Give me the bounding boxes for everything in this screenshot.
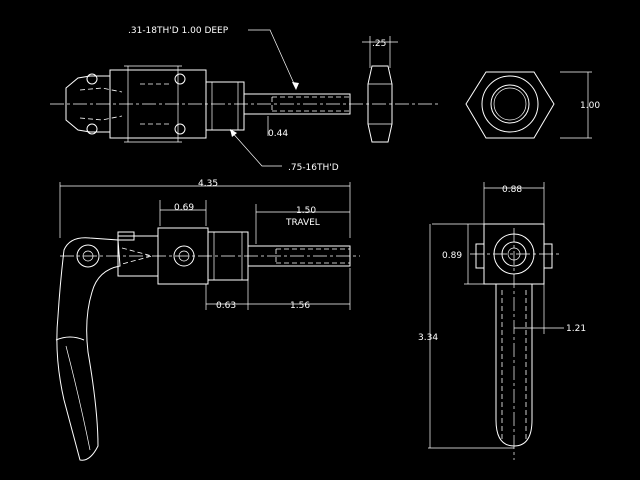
dim-shank-length: 0.63 bbox=[216, 301, 236, 311]
hex-nut-face-view: 1.00 bbox=[465, 71, 600, 139]
grip-line bbox=[65, 345, 91, 451]
nut-edge bbox=[367, 65, 393, 143]
travel-label: TRAVEL bbox=[285, 218, 320, 228]
top-view: 0.44 .31-18TH'D 1.00 DEEP .75-16TH'D bbox=[50, 26, 440, 173]
plunger bbox=[243, 93, 351, 115]
hex-outline bbox=[465, 71, 555, 139]
dim-side-height: 0.89 bbox=[442, 251, 462, 261]
hidden-lines bbox=[140, 83, 170, 125]
pin-circle bbox=[86, 73, 98, 85]
thread-major-circle bbox=[490, 84, 530, 124]
side-tab bbox=[475, 243, 485, 269]
front-view: 4.35 0.69 1.50 TRAVEL bbox=[55, 179, 360, 461]
side-view: 0.88 0.89 3.34 1.21 bbox=[418, 182, 586, 460]
callout-thread-shank: .75-16TH'D bbox=[288, 163, 339, 173]
dim-handle-offset: 1.21 bbox=[566, 324, 586, 334]
dim-plunger-tip: 0.44 bbox=[268, 129, 288, 139]
linkage-hidden bbox=[121, 247, 154, 265]
leader-arrow bbox=[292, 82, 299, 90]
hex-chamfer-circle bbox=[481, 75, 539, 133]
side-tab bbox=[543, 243, 553, 269]
callout-thread-hole: .31-18TH'D 1.00 DEEP bbox=[128, 26, 229, 36]
leader-thread-hole bbox=[248, 29, 297, 89]
dim-plunger-length: 1.56 bbox=[290, 301, 310, 311]
front-plunger-hidden bbox=[275, 248, 350, 264]
dim-overall-height: 3.34 bbox=[418, 333, 438, 343]
dim-travel: 1.50 bbox=[296, 206, 316, 216]
side-handle-hidden bbox=[501, 290, 527, 440]
plunger-thread-hidden bbox=[271, 96, 350, 112]
linkage-tab bbox=[117, 231, 135, 241]
thread-minor-circle bbox=[493, 87, 527, 121]
pin-circle bbox=[174, 73, 186, 85]
dim-side-width: 0.88 bbox=[502, 185, 522, 195]
dim-body-length: 0.69 bbox=[174, 203, 194, 213]
hidden-lines bbox=[79, 87, 123, 121]
dim-overall-length: 4.35 bbox=[198, 179, 218, 189]
pin-circle bbox=[86, 123, 98, 135]
dim-hex-width: 1.00 bbox=[580, 101, 600, 111]
nut-edge-view: .25 bbox=[362, 36, 398, 143]
dim-nut-thickness: .25 bbox=[372, 39, 386, 49]
pin-circle bbox=[174, 123, 186, 135]
grip-edge bbox=[55, 336, 85, 341]
lever-handle bbox=[56, 237, 121, 461]
leader-thread-shank bbox=[229, 129, 282, 167]
leader-arrow bbox=[230, 129, 237, 137]
